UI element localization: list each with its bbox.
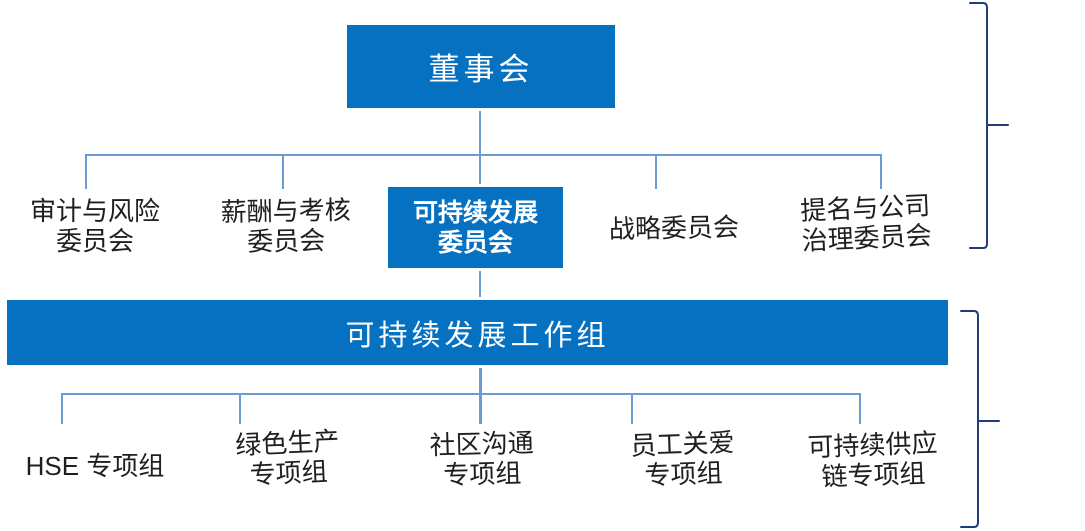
- connector-line: [239, 393, 241, 424]
- connector-line: [655, 154, 657, 189]
- connector-line: [85, 154, 882, 156]
- connector-line: [631, 393, 633, 424]
- strategy-committee-label: 战略委员会: [608, 211, 740, 245]
- community-communication-task-group-label: 社区沟通 专项组: [429, 427, 534, 491]
- nomination-governance-committee-label: 提名与公司 治理委员会: [799, 190, 933, 256]
- connector-line: [880, 154, 882, 189]
- connector-line: [61, 393, 63, 424]
- audit-risk-committee-label: 审计与风险 委员会: [29, 196, 160, 256]
- connector-line: [282, 154, 284, 189]
- connector-line: [479, 154, 481, 185]
- working-group-label: 可持续发展工作组: [345, 319, 610, 352]
- connector-line: [479, 366, 482, 424]
- board-of-directors-label: 董事会: [428, 52, 534, 87]
- connector-line: [479, 269, 481, 298]
- green-production-task-group-label: 绿色生产 专项组: [234, 425, 340, 490]
- sustainable-development-committee-box: 可持续发展 委员会: [385, 184, 566, 271]
- right-brace-top-icon: [969, 2, 1009, 249]
- sustainable-supply-chain-task-group-label: 可持续供应 链专项组: [806, 427, 938, 492]
- connector-line: [479, 109, 481, 155]
- connector-line: [61, 393, 861, 395]
- sustainable-development-working-group-bar: 可持续发展工作组: [4, 297, 951, 368]
- hse-task-group-label: HSE 专项组: [25, 451, 165, 481]
- compensation-assessment-committee-label: 薪酬与考核 委员会: [220, 194, 351, 257]
- right-brace-bottom-icon: [960, 310, 1000, 528]
- board-of-directors-box: 董事会: [344, 22, 618, 111]
- employee-care-task-group-label: 员工关爱 专项组: [629, 427, 735, 491]
- connector-line: [859, 393, 861, 424]
- connector-line: [85, 154, 87, 189]
